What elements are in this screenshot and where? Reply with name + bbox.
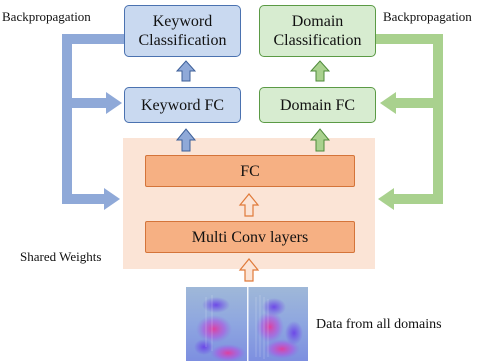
left-bottom-arrowhead — [104, 188, 120, 210]
up-arrow-domain-top — [309, 60, 331, 82]
keyword-classification-box: Keyword Classification — [124, 5, 241, 57]
domain-classification-box: Domain Classification — [259, 5, 376, 57]
right-backprop-label: Backpropagation — [383, 9, 472, 24]
right-backprop-arrows — [375, 34, 443, 210]
up-arrow-data-to-conv — [238, 258, 260, 282]
left-bottom-shaft — [62, 194, 106, 204]
right-bottom-shaft — [392, 194, 443, 204]
right-top-horizontal — [375, 34, 443, 44]
up-arrow-conv-to-fc — [238, 193, 260, 217]
left-backprop-arrows — [62, 34, 124, 210]
up-arrow-keyword-fc — [175, 128, 197, 152]
data-source-label: Data from all domains — [316, 317, 442, 332]
right-trunk — [433, 34, 443, 204]
left-trunk — [62, 34, 72, 204]
conv-layers-box: Multi Conv layers — [145, 221, 355, 253]
right-bottom-arrowhead — [378, 188, 394, 210]
keyword-fc-box: Keyword FC — [124, 87, 241, 123]
right-mid-shaft — [394, 98, 443, 108]
up-arrow-domain-fc — [309, 128, 331, 152]
left-backprop-label: Backpropagation — [2, 9, 91, 24]
right-mid-arrowhead — [380, 92, 396, 114]
shared-fc-box: FC — [145, 155, 355, 187]
left-mid-arrowhead — [106, 92, 122, 114]
spectrogram-image — [186, 287, 308, 361]
left-mid-shaft — [62, 98, 108, 108]
up-arrow-keyword-top — [175, 60, 197, 82]
left-top-horizontal — [62, 34, 124, 44]
domain-fc-box: Domain FC — [259, 87, 376, 123]
shared-weights-label: Shared Weights — [20, 249, 102, 264]
